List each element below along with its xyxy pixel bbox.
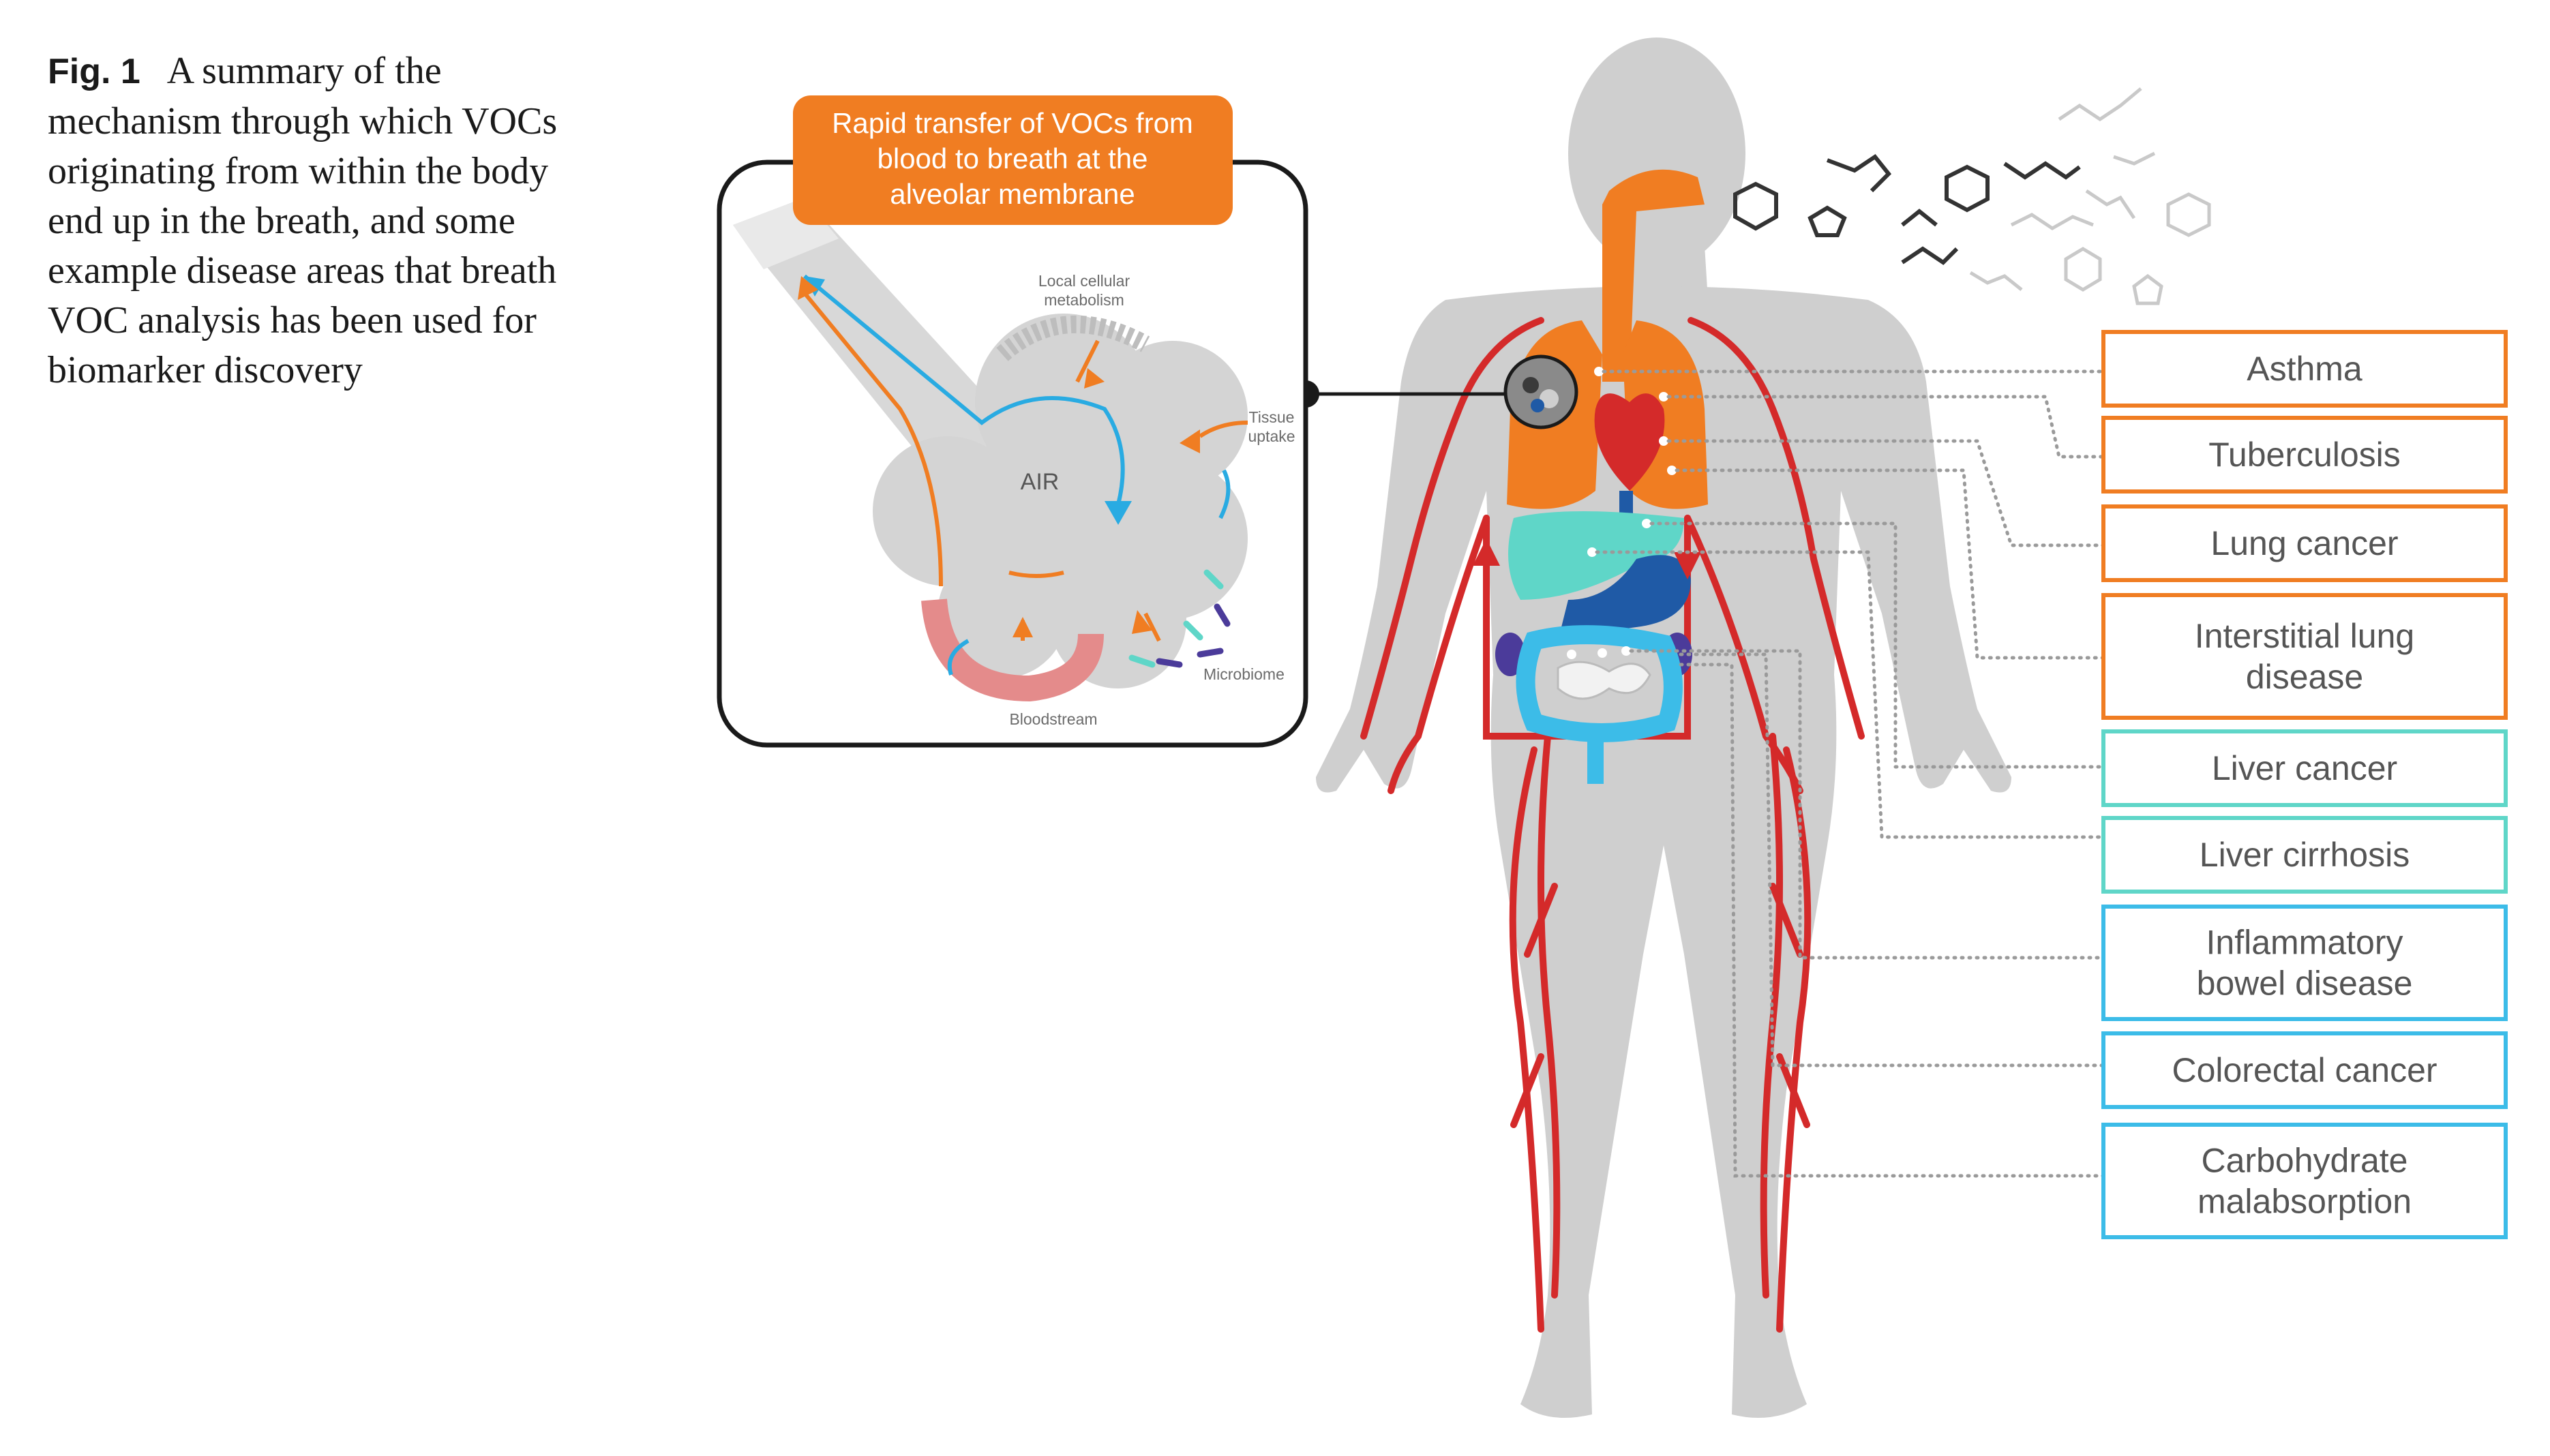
disease-label: disease	[2246, 658, 2363, 696]
disease-box-liver-cirrhosis: Liver cirrhosis	[2101, 816, 2508, 894]
disease-box-frame	[2101, 330, 2508, 408]
air-arrow-head-up	[805, 276, 825, 297]
local-metabolism-cell	[996, 315, 1150, 361]
disease-box-colorectal-cancer: Colorectal cancer	[2101, 1031, 2508, 1109]
blood-vessels	[1360, 317, 1865, 1333]
faint-molecules	[1969, 87, 2211, 305]
alveolus-magnifier	[1503, 354, 1578, 429]
disease-box-asthma: Asthma	[2101, 330, 2508, 408]
disease-box-frame	[2101, 1123, 2508, 1239]
circulation-arrows	[1473, 539, 1701, 579]
disease-box-tuberculosis: Tuberculosis	[2101, 416, 2508, 494]
disease-box-lung-cancer: Lung cancer	[2101, 504, 2508, 582]
disease-label: Tuberculosis	[2208, 436, 2401, 474]
inset-banner-line-3: alveolar membrane	[890, 178, 1135, 210]
leader-lines	[1595, 369, 2105, 1178]
organ-markers	[1567, 367, 1677, 659]
caption-text: A summary of the mechanism through which…	[48, 50, 558, 391]
disease-label: Carbohydrate	[2202, 1142, 2408, 1180]
disease-label: Colorectal cancer	[2172, 1051, 2437, 1089]
disease-label: bowel disease	[2197, 965, 2413, 1003]
disease-label: malabsorption	[2198, 1183, 2412, 1221]
disease-box-frame	[2101, 593, 2508, 720]
microbiome-icon	[1128, 569, 1231, 668]
figure-label: Fig. 1	[48, 52, 140, 91]
molecule-icon	[1733, 153, 2081, 265]
disease-label: Asthma	[2247, 350, 2362, 388]
bloodstream-vessel	[921, 598, 1104, 702]
stomach-icon	[1561, 555, 1691, 631]
microbiome-label: Microbiome	[1203, 665, 1285, 683]
air-arrow-head	[1105, 501, 1132, 525]
heart-icon	[1594, 393, 1665, 491]
alveolus-icon	[873, 314, 1248, 688]
figure-caption: Fig. 1 A summary of the mechanism throug…	[48, 46, 607, 395]
tissue-uptake-line-1: Tissue	[1249, 408, 1295, 426]
disease-box-liver-cancer: Liver cancer	[2101, 729, 2508, 807]
disease-box-frame	[2101, 816, 2508, 894]
disease-box-frame	[2101, 905, 2508, 1021]
air-flow-arrows	[803, 274, 1231, 676]
airway-tube	[733, 198, 1023, 491]
disease-box-frame	[2101, 504, 2508, 582]
bloodstream-label: Bloodstream	[1009, 710, 1097, 728]
local-metabolism-line-2: metabolism	[1044, 291, 1124, 309]
intestine-icon	[1516, 625, 1683, 784]
air-label: AIR	[1021, 469, 1060, 495]
alveolus-inset: Rapid transfer of VOCs from blood to bre…	[717, 95, 1308, 748]
inset-banner	[793, 95, 1233, 225]
disease-box-frame	[2101, 729, 2508, 807]
disease-label: Interstitial lung	[2195, 617, 2414, 655]
disease-label: Liver cirrhosis	[2200, 836, 2410, 874]
voc-arrow-heads	[798, 276, 1200, 637]
disease-box-frame	[2101, 1031, 2508, 1109]
tissue-uptake-line-2: uptake	[1248, 427, 1295, 445]
airway	[1602, 169, 1705, 382]
disease-label: Lung cancer	[2210, 524, 2398, 562]
disease-label: Inflammatory	[2206, 924, 2403, 962]
inset-banner-line-1: Rapid transfer of VOCs from	[832, 107, 1193, 139]
disease-label: Liver cancer	[2212, 749, 2397, 787]
disease-box-frame	[2101, 416, 2508, 494]
inset-banner-line-2: blood to breath at the	[877, 142, 1148, 175]
local-metabolism-line-1: Local cellular	[1038, 272, 1130, 290]
liver-icon	[1508, 511, 1684, 600]
